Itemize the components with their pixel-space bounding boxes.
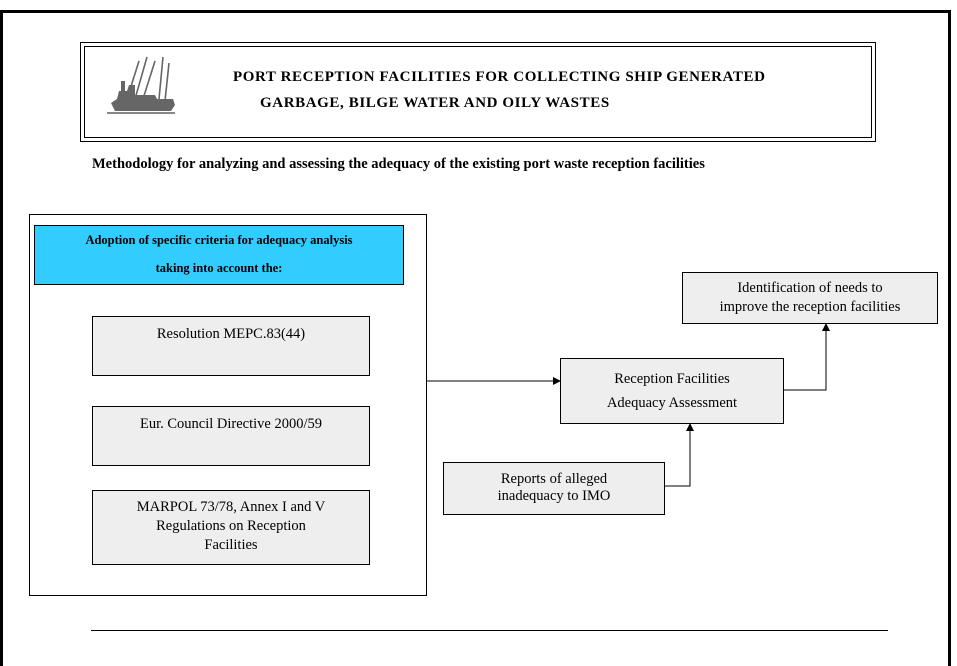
assessment-box: Reception Facilities Adequacy Assessment <box>560 358 784 424</box>
assessment-line-1: Reception Facilities <box>614 371 730 387</box>
subtitle: Methodology for analyzing and assessing … <box>92 156 705 172</box>
slide-frame <box>0 10 951 666</box>
criteria-box-resolution: Resolution MEPC.83(44) <box>92 316 370 376</box>
reports-line-2: inadequacy to IMO <box>497 488 611 504</box>
criteria-box-directive: Eur. Council Directive 2000/59 <box>92 406 370 466</box>
title-box: PORT RECEPTION FACILITIES FOR COLLECTING… <box>80 42 876 142</box>
criteria-box-line: Facilities <box>204 537 258 553</box>
title-line-2: GARBAGE, BILGE WATER AND OILY WASTES <box>260 95 610 111</box>
criteria-box-marpol: MARPOL 73/78, Annex I and V Regulations … <box>92 490 370 565</box>
needs-line-1: Identification of needs to <box>737 280 883 296</box>
needs-line-2: improve the reception facilities <box>719 299 901 315</box>
title-line-1: PORT RECEPTION FACILITIES FOR COLLECTING… <box>233 69 766 85</box>
assessment-to-needs-arrow <box>784 323 830 391</box>
criteria-heading-line-1: Adoption of specific criteria for adequa… <box>85 233 353 247</box>
criteria-panel <box>29 214 427 596</box>
reports-to-assessment-arrow <box>665 423 694 487</box>
reports-line-1: Reports of alleged <box>500 471 608 487</box>
port-crane-ship-icon <box>107 56 175 114</box>
footer-rule <box>91 630 888 631</box>
criteria-heading-box: Adoption of specific criteria for adequa… <box>34 225 404 285</box>
title-box-inner-border <box>84 46 872 138</box>
reports-box: Reports of alleged inadequacy to IMO <box>443 462 665 515</box>
needs-box: Identification of needs to improve the r… <box>682 272 938 324</box>
criteria-heading-line-2: taking into account the: <box>155 261 283 275</box>
criteria-box-line: Resolution MEPC.83(44) <box>156 326 306 342</box>
criteria-box-line: Regulations on Reception <box>156 518 306 534</box>
criteria-box-line: Eur. Council Directive 2000/59 <box>139 416 323 432</box>
criteria-box-line: MARPOL 73/78, Annex I and V <box>136 499 326 515</box>
assessment-line-2: Adequacy Assessment <box>606 395 738 411</box>
